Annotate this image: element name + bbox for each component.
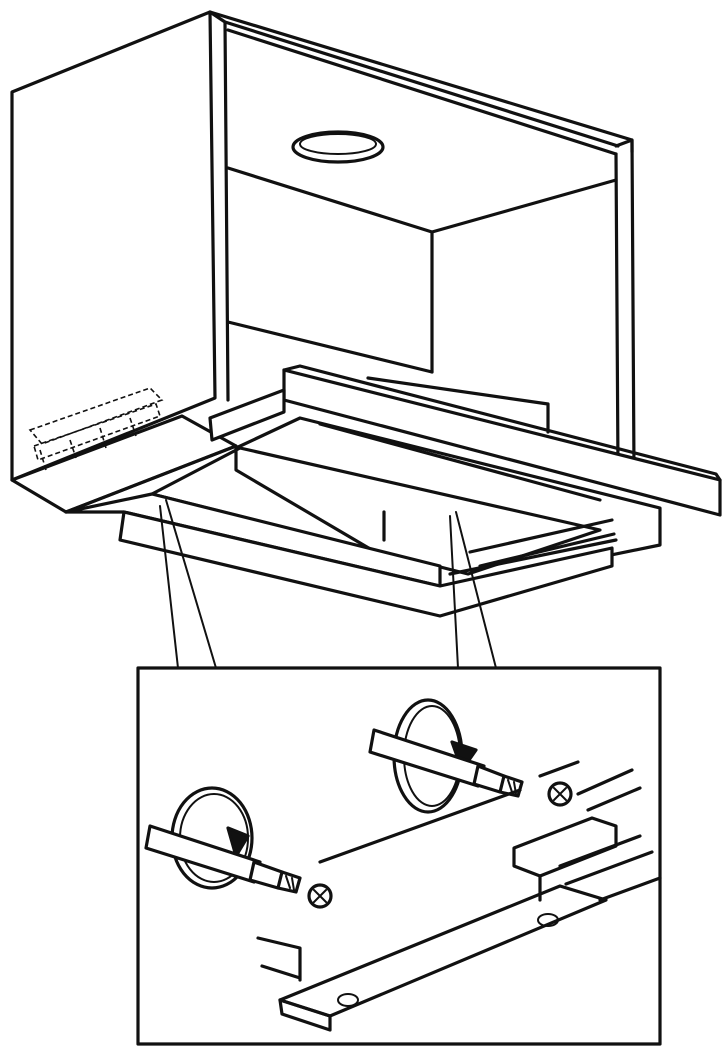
rail-hole-left	[337, 993, 359, 1007]
detail-panel	[136, 666, 662, 1046]
guide-rail	[256, 768, 662, 1032]
hood-cavity-back	[318, 422, 602, 502]
cabinet-left-bottom-rail	[10, 414, 238, 514]
cabinet-inner-top	[226, 166, 618, 234]
cabinet-top-panel	[208, 10, 634, 154]
cabinet-right-side	[614, 138, 636, 472]
cabinet-top-edge	[226, 28, 618, 156]
screwdriver-icon	[368, 728, 524, 798]
cabinet-left-side	[10, 10, 217, 482]
duct-hole-inner	[299, 133, 377, 155]
wall-cabinet	[10, 10, 636, 514]
hood-canopy-back	[366, 376, 550, 434]
screw-icon	[547, 781, 573, 807]
guide-rail-bracket	[256, 936, 302, 982]
cabinet-shelf-line	[226, 320, 434, 374]
detail-cabinet-edge	[318, 760, 580, 864]
hood-front-trim-top	[282, 364, 722, 482]
screw-icon	[307, 883, 333, 909]
cooker-hood	[64, 364, 722, 618]
hood-trim-left-cap	[208, 388, 286, 442]
guide-rail-track	[538, 768, 662, 902]
hood-visor-front	[118, 510, 614, 618]
guide-rail-lip	[278, 998, 332, 1032]
hood-right-rail	[448, 518, 618, 576]
screwdriver-icon	[144, 824, 302, 894]
rail-hole-right	[537, 913, 559, 927]
hidden-bracket	[28, 387, 164, 471]
duct-hole	[291, 130, 385, 164]
